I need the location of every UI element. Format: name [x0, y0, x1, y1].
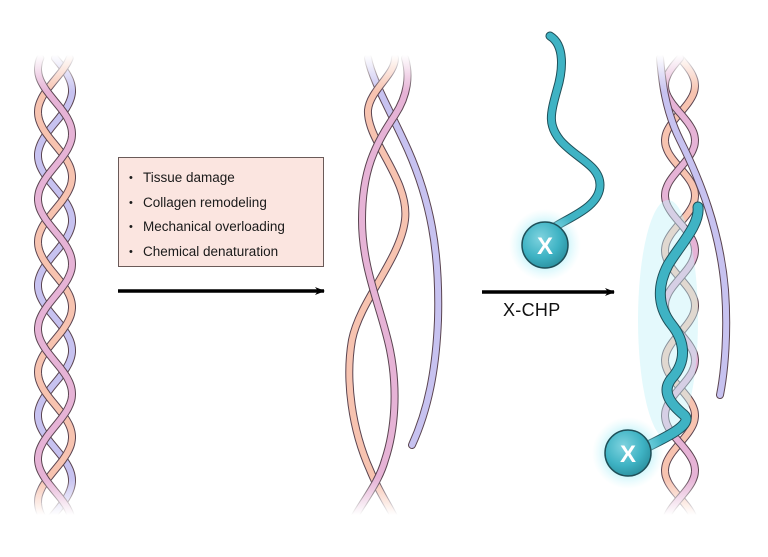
bullet: •	[129, 221, 133, 233]
intact-triple-helix	[33, 54, 77, 524]
probe-ball-letter: X	[537, 233, 553, 260]
probe-strand	[543, 31, 605, 237]
hybridized-probe: X	[592, 200, 704, 489]
probe-ball-letter: X	[620, 441, 636, 468]
condition-item: • Tissue damage	[129, 166, 323, 191]
bullet: •	[129, 196, 133, 209]
condition-item: • Chemical denaturation	[129, 240, 323, 265]
chp-hybridized-helix	[656, 54, 731, 528]
strand-pink	[660, 54, 700, 528]
probe-ball	[604, 429, 652, 477]
condition-item: • Collagen remodeling	[129, 191, 323, 216]
conditions-box: • Tissue damage • Collagen remodeling • Mec…	[118, 157, 324, 267]
bullet: •	[129, 172, 133, 184]
condition-label: Mechanical overloading	[143, 219, 285, 234]
strand-pink	[346, 54, 412, 529]
probe-strand	[635, 202, 703, 455]
probe-label: X-CHP	[503, 300, 561, 320]
unfolded-collagen-strands	[345, 54, 443, 529]
condition-item: • Mechanical overloading	[129, 215, 323, 240]
strand-lavender	[364, 54, 443, 449]
chp-probe: X	[509, 31, 605, 281]
condition-label: Collagen remodeling	[143, 194, 267, 210]
helix-pair	[660, 54, 700, 528]
strand-peach	[660, 54, 700, 528]
strand-peach	[345, 54, 410, 529]
strand-lavender	[656, 54, 731, 399]
condition-label: Tissue damage	[143, 170, 235, 185]
conditions-list: • Tissue damage • Collagen remodeling • Mec…	[129, 166, 323, 264]
bullet: •	[129, 245, 133, 258]
probe-ball	[521, 221, 569, 269]
strand-pink	[34, 54, 77, 524]
condition-label: Chemical denaturation	[143, 243, 279, 259]
